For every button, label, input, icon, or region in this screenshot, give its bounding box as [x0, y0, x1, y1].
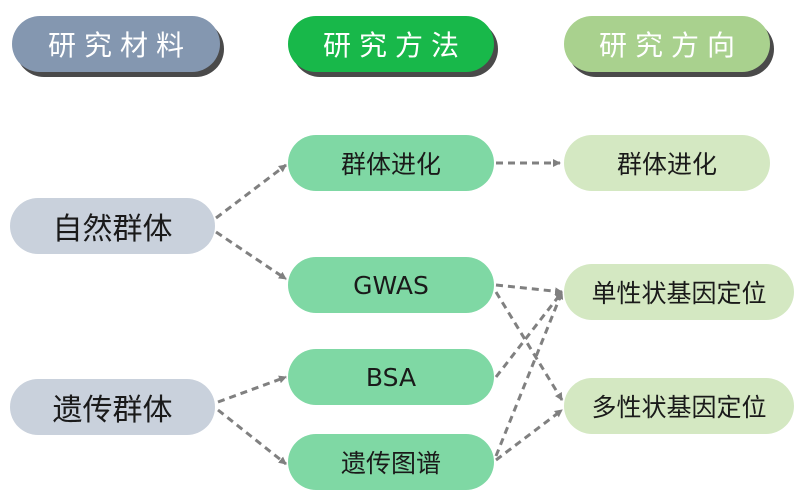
direction-population-evolution: 群体进化: [564, 135, 770, 191]
arrow-genetic-to-map: [217, 408, 287, 466]
direction-single-trait-mapping: 单性状基因定位: [564, 264, 794, 320]
method-genetic-map: 遗传图谱: [288, 434, 494, 490]
arrow-natural-to-gwas: [215, 230, 287, 281]
method-population-evolution: 群体进化: [288, 135, 494, 191]
direction-multi-trait-mapping: 多性状基因定位: [564, 378, 794, 434]
header-research-materials: 研究材料: [12, 16, 220, 72]
header-research-directions: 研究方向: [564, 16, 770, 72]
arrow-bsa-to-single: [494, 291, 564, 378]
arrow-map-to-single: [494, 291, 564, 457]
method-bsa: BSA: [288, 349, 494, 405]
material-genetic-population: 遗传群体: [10, 379, 215, 435]
arrow-genetic-to-bsa: [217, 375, 287, 404]
material-natural-population: 自然群体: [10, 198, 215, 254]
arrow-gwas-to-single: [495, 283, 563, 296]
method-gwas: GWAS: [288, 257, 494, 313]
header-research-methods: 研究方法: [288, 16, 494, 72]
arrow-map-to-multi: [495, 408, 563, 462]
arrow-gwas-to-multi: [494, 291, 564, 401]
arrow-natural-to-popevo: [215, 163, 287, 220]
